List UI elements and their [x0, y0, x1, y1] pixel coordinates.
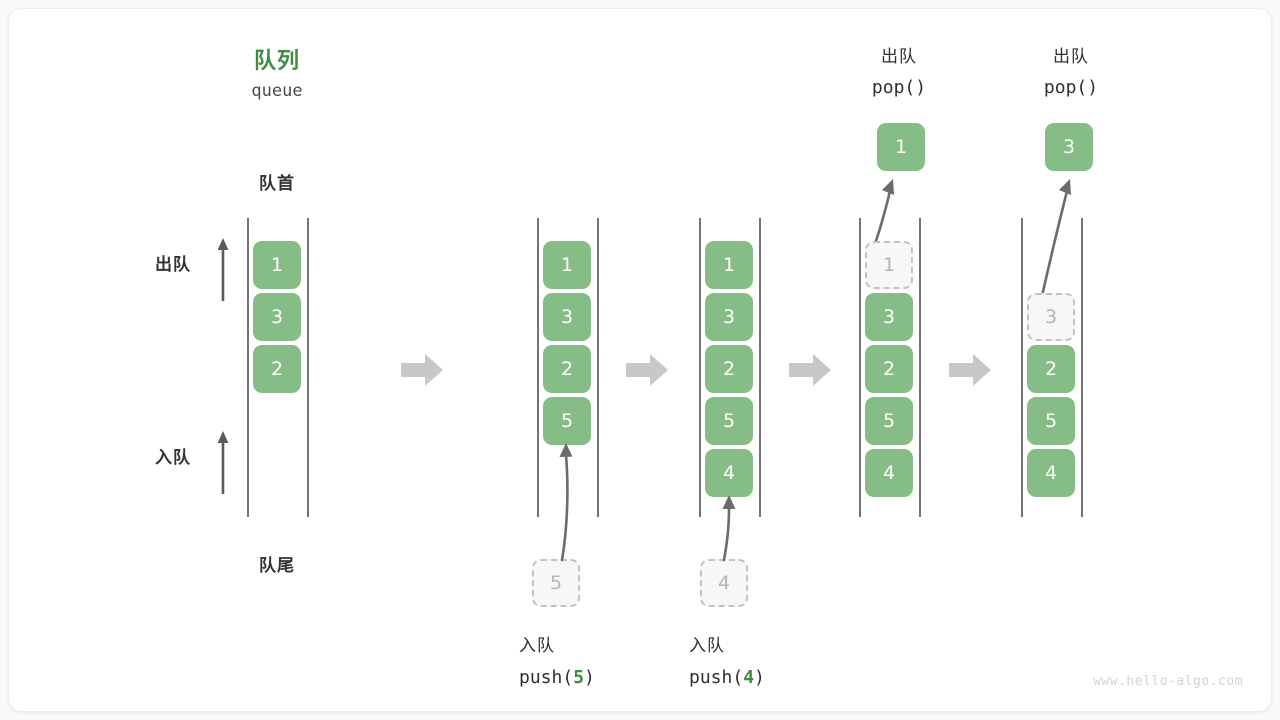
queue-cell: 5: [865, 397, 913, 445]
step-arrow-icon: [949, 354, 991, 386]
queue-cell: 4: [705, 449, 753, 497]
incoming-ghost-cell: 5: [532, 559, 580, 607]
queue-cell: 5: [705, 397, 753, 445]
pop-header-cn: 出队: [1053, 47, 1089, 67]
queue-cell: 2: [705, 345, 753, 393]
enqueue-direction-arrow-icon: [217, 431, 229, 494]
queue-rail-left-col1: [247, 218, 249, 517]
watermark: www.hello-algo.com: [1093, 674, 1243, 689]
queue-cell: 2: [253, 345, 301, 393]
queue-cell: 3: [705, 293, 753, 341]
queue-rail-right-col5: [1081, 218, 1083, 517]
enqueue-direction-label: 入队: [155, 448, 191, 468]
dequeue-direction-label: 出队: [155, 255, 191, 275]
queue-rear-label: 队尾: [259, 556, 295, 576]
queue-cell: 1: [705, 241, 753, 289]
queue-cell: 3: [253, 293, 301, 341]
queue-rail-right-col4: [919, 218, 921, 517]
popped-cell: 3: [1045, 123, 1093, 171]
step-arrow-icon: [401, 354, 443, 386]
pop-header-code: pop(): [1043, 77, 1099, 98]
push-code-prefix: push(: [519, 667, 574, 688]
queue-cell-ghost: 1: [865, 241, 913, 289]
diagram-title-cn: 队列: [253, 49, 300, 74]
queue-front-label: 队首: [259, 174, 295, 194]
queue-cell: 4: [865, 449, 913, 497]
queue-cell: 3: [865, 293, 913, 341]
queue-cell: 3: [543, 293, 591, 341]
dequeue-direction-arrow-icon: [217, 238, 229, 301]
step-arrow-icon: [789, 354, 831, 386]
queue-cell: 1: [543, 241, 591, 289]
queue-rail-right-col2: [597, 218, 599, 517]
push-code-suffix: ): [584, 667, 595, 688]
incoming-ghost-cell: 4: [700, 559, 748, 607]
push-caption-cn: 入队: [689, 636, 725, 656]
pop-header-cn: 出队: [881, 47, 917, 67]
pop-header-code: pop(): [871, 77, 927, 98]
popped-cell: 1: [877, 123, 925, 171]
diagram-card: 队列 queue 队首 队尾 出队 入队 1 3 2 1 3 2 5 5 入队 …: [8, 8, 1272, 712]
queue-cell: 1: [253, 241, 301, 289]
diagram-title-en: queue: [251, 81, 303, 101]
queue-cell: 2: [1027, 345, 1075, 393]
push-arrow-icon: [559, 443, 573, 562]
queue-rail-left-col5: [1021, 218, 1023, 517]
queue-rail-left-col2: [537, 218, 539, 517]
queue-cell: 2: [865, 345, 913, 393]
queue-cell-ghost: 3: [1027, 293, 1075, 341]
push-code-prefix: push(: [689, 667, 744, 688]
push-arrow-icon: [722, 495, 736, 562]
push-code-value: 4: [743, 667, 755, 688]
push-caption-cn: 入队: [519, 636, 555, 656]
queue-cell: 5: [543, 397, 591, 445]
queue-rail-left-col3: [699, 218, 701, 517]
queue-cell: 4: [1027, 449, 1075, 497]
queue-rail-left-col4: [859, 218, 861, 517]
queue-cell: 5: [1027, 397, 1075, 445]
queue-rail-right-col3: [759, 218, 761, 517]
queue-rail-right-col1: [307, 218, 309, 517]
queue-cell: 2: [543, 345, 591, 393]
push-code-suffix: ): [754, 667, 765, 688]
step-arrow-icon: [626, 354, 668, 386]
push-caption-code: push(5): [496, 667, 689, 688]
push-code-value: 5: [573, 667, 585, 688]
push-caption-code: push(4): [666, 667, 859, 688]
